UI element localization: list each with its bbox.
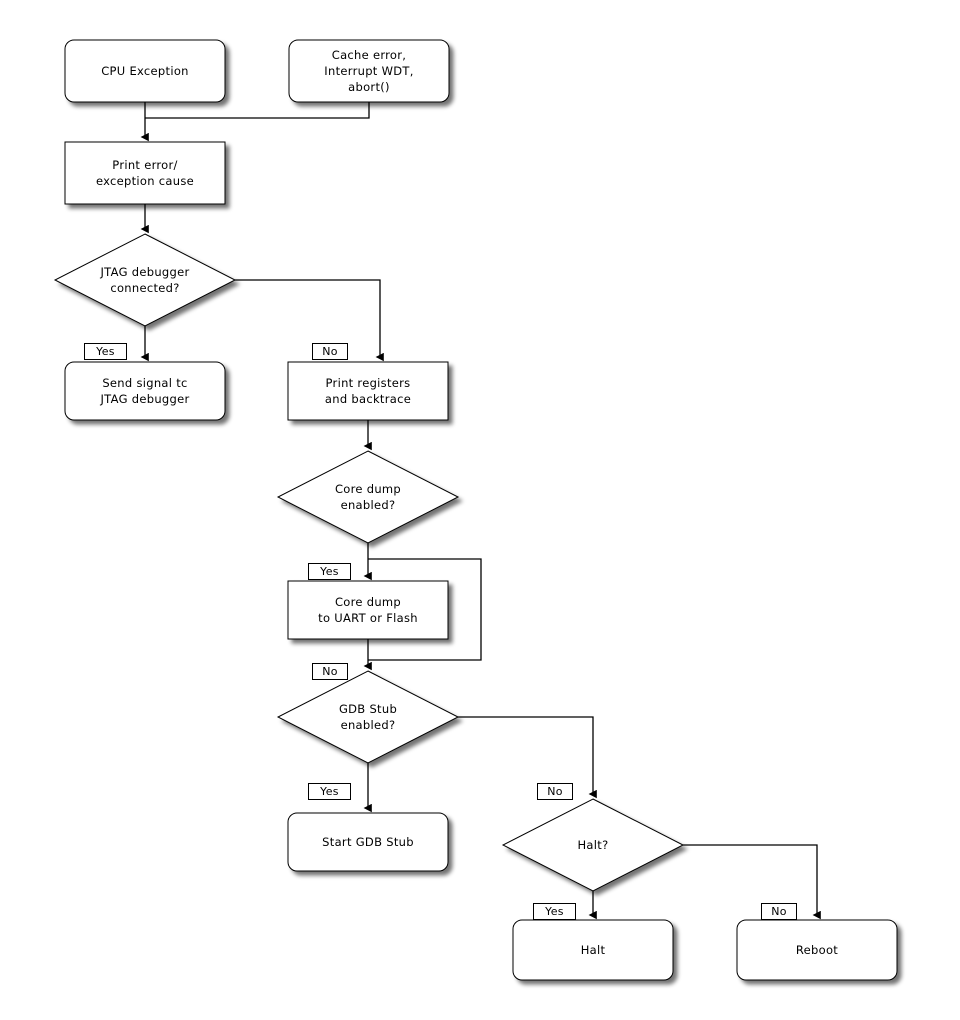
node-reboot: [736, 919, 898, 981]
node-print-error: [64, 141, 226, 205]
node-gdb-stub-enabled: [276, 670, 460, 764]
node-core-dump-enabled: [276, 450, 460, 544]
node-halt: [512, 919, 674, 981]
edge-cache-error-to-print-error: [145, 102, 370, 119]
node-cache-error: [288, 39, 450, 103]
node-cpu-exception: [64, 39, 226, 103]
edge-label-jtag-no: No: [312, 343, 348, 360]
edge-label-halt-yes: Yes: [533, 903, 576, 920]
edge-gdb-no-to-halt-decision: [458, 716, 597, 799]
node-print-registers: [287, 361, 449, 421]
edge-halt-no-to-reboot: [683, 844, 821, 920]
edge-jtag-no-to-print-registers: [235, 279, 384, 362]
node-jtag-debugger-connected: [53, 233, 237, 327]
node-core-dump-uart-flash: [287, 580, 449, 640]
edge-label-coredump-yes: Yes: [308, 563, 351, 580]
edge-core-dump-no-bypass: [368, 558, 482, 661]
edge-label-gdbstub-no: No: [537, 783, 573, 800]
edge-label-coredump-no: No: [312, 663, 348, 680]
edge-label-gdbstub-yes: Yes: [308, 783, 351, 800]
node-send-signal-jtag: [64, 361, 226, 421]
edge-label-jtag-yes: Yes: [84, 343, 127, 360]
node-halt-decision: [501, 798, 685, 892]
edge-label-halt-no: No: [761, 903, 797, 920]
node-start-gdb-stub: [287, 812, 449, 872]
